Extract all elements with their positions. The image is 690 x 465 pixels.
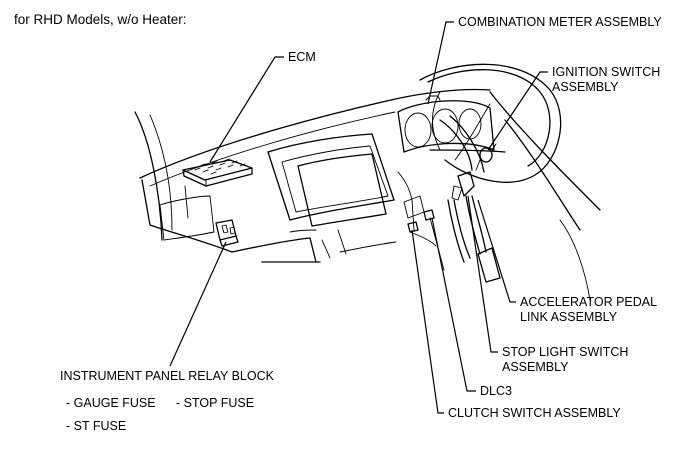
page-heading: for RHD Models, w/o Heater: bbox=[14, 12, 187, 27]
label-stop-light-switch-line2: ASSEMBLY bbox=[502, 360, 569, 374]
label-dlc3: DLC3 bbox=[480, 384, 512, 398]
label-combination-meter: COMBINATION METER ASSEMBLY bbox=[458, 15, 662, 29]
pedal-assembly bbox=[447, 171, 501, 283]
dlc3-connector bbox=[423, 209, 435, 221]
label-stop-light-switch: STOP LIGHT SWITCH bbox=[502, 345, 629, 359]
ignition-switch bbox=[475, 143, 497, 171]
ecm-module bbox=[182, 158, 253, 187]
dashboard-outline bbox=[134, 88, 601, 301]
label-accelerator-pedal-line2: LINK ASSEMBLY bbox=[520, 310, 618, 324]
label-ecm: ECM bbox=[288, 50, 316, 64]
label-accelerator-pedal: ACCELERATOR PEDAL bbox=[520, 295, 658, 309]
label-relay-block: INSTRUMENT PANEL RELAY BLOCK bbox=[60, 369, 274, 383]
label-ignition-switch: IGNITION SWITCH bbox=[552, 65, 661, 79]
label-st-fuse: - ST FUSE bbox=[66, 419, 127, 433]
label-gauge-fuse: - GAUGE FUSE bbox=[66, 396, 156, 410]
clutch-switch bbox=[407, 221, 419, 233]
leader-lines bbox=[169, 21, 548, 414]
label-ignition-switch-line2: ASSEMBLY bbox=[552, 80, 619, 94]
label-clutch-switch: CLUTCH SWITCH ASSEMBLY bbox=[448, 406, 621, 420]
relay-block bbox=[215, 219, 239, 247]
steering-wheel bbox=[419, 63, 562, 183]
label-stop-fuse: - STOP FUSE bbox=[176, 396, 255, 410]
